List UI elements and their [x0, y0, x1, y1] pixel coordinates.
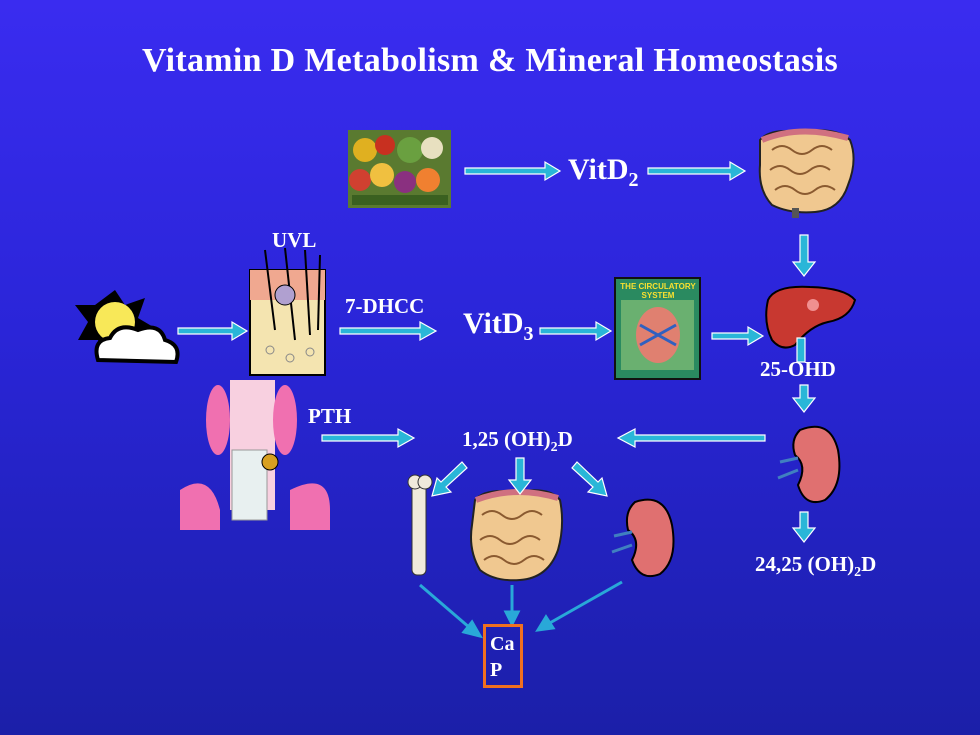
pth-label: PTH [308, 404, 352, 428]
p-label: P [490, 659, 503, 681]
liver-icon [765, 285, 857, 349]
intestine-icon-2 [470, 489, 564, 582]
vitd2-label: VitD2 [568, 153, 639, 191]
oh2425-label: 24,25 (OH)2D [755, 552, 877, 581]
ohd25-label: 25-OHD [760, 357, 836, 381]
vitd3-label: VitD3 [463, 307, 534, 345]
skin-section-icon [249, 247, 326, 376]
kidney-icon-2 [611, 498, 675, 578]
oh125-label: 1,25 (OH)2D [462, 427, 573, 456]
ca-label: Ca [490, 633, 515, 655]
circulatory-book-icon: THE CIRCULATORY SYSTEM [614, 277, 701, 380]
page-title: Vitamin D Metabolism & Mineral Homeostas… [142, 42, 838, 79]
parathyroid-icon [180, 380, 330, 530]
bone-icon [407, 474, 433, 576]
arrows [177, 160, 817, 543]
kidney-icon [777, 425, 841, 504]
sun-cloud-icon [75, 290, 180, 365]
intestine-icon [758, 128, 855, 218]
dhcc-label: 7-DHCC [345, 294, 425, 318]
book-title-line2: SYSTEM [642, 291, 675, 300]
ca-p-box: Ca P [483, 624, 523, 688]
uvl-label: UVL [272, 228, 317, 252]
convergence-lines [419, 580, 623, 639]
vegetables-image [348, 130, 451, 208]
book-title-line1: THE CIRCULATORY [620, 282, 696, 291]
